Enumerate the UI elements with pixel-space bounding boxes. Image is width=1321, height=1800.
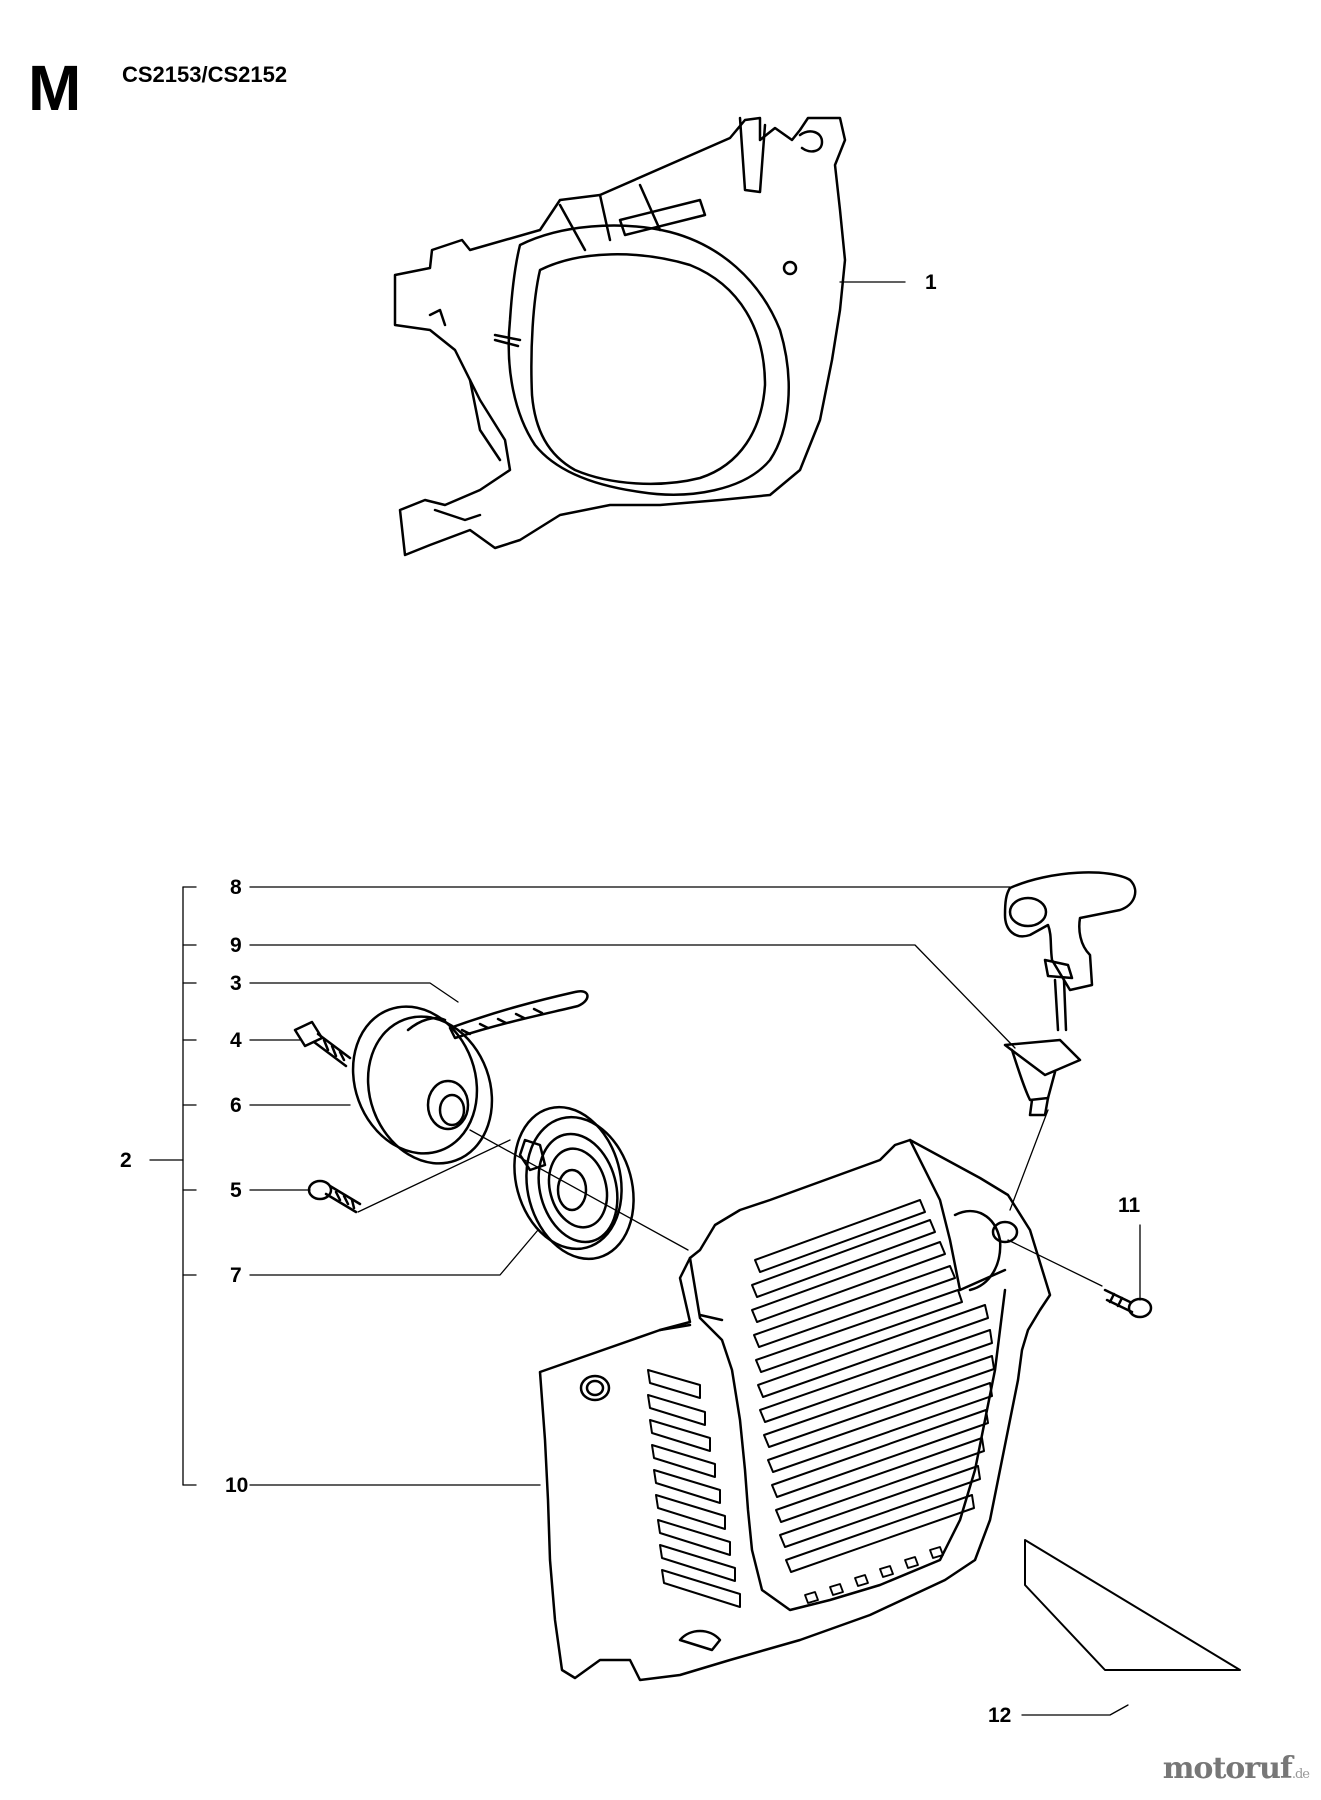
- callout-11: 11: [1118, 1194, 1141, 1217]
- callout-10: 10: [225, 1474, 249, 1497]
- part-7-spring-cassette: [513, 1105, 635, 1261]
- part-12-decal: [1024, 1539, 1241, 1671]
- part-11-screw: [1103, 1288, 1153, 1319]
- watermark-logo: motoruf.de: [1162, 1751, 1310, 1786]
- callout-2: 2: [120, 1149, 132, 1172]
- part-10-starter-cover: [538, 1138, 1052, 1682]
- callout-7: 7: [230, 1264, 242, 1287]
- part-8-starter-handle: [1003, 871, 1137, 1032]
- callout-1: 1: [925, 271, 937, 294]
- part-5-screw: [307, 1179, 362, 1214]
- callout-5: 5: [230, 1179, 242, 1202]
- watermark-tld: .de: [1291, 1767, 1310, 1782]
- callout-3: 3: [230, 972, 242, 995]
- leader-lines: [149, 281, 1141, 1716]
- cover-vent-slots-left: [647, 1369, 741, 1608]
- section-letter: M: [28, 52, 82, 124]
- callout-6: 6: [230, 1094, 242, 1117]
- cover-vent-slots-bottom: [804, 1546, 944, 1604]
- watermark-brand: motoruf: [1162, 1751, 1293, 1786]
- part-1-housing-frame: [393, 116, 847, 557]
- callout-12: 12: [988, 1704, 1012, 1727]
- part-4-screw: [293, 1020, 352, 1068]
- cover-vent-slots-main: [751, 1199, 995, 1573]
- callout-4: 4: [230, 1029, 242, 1052]
- callout-8: 8: [230, 876, 242, 899]
- part-9-rope-guide: [1003, 1038, 1082, 1117]
- part-3-starter-rope: [448, 989, 589, 1040]
- callout-9: 9: [230, 934, 242, 957]
- model-code: CS2153/CS2152: [122, 62, 288, 87]
- part-6-pulley: [351, 1005, 494, 1165]
